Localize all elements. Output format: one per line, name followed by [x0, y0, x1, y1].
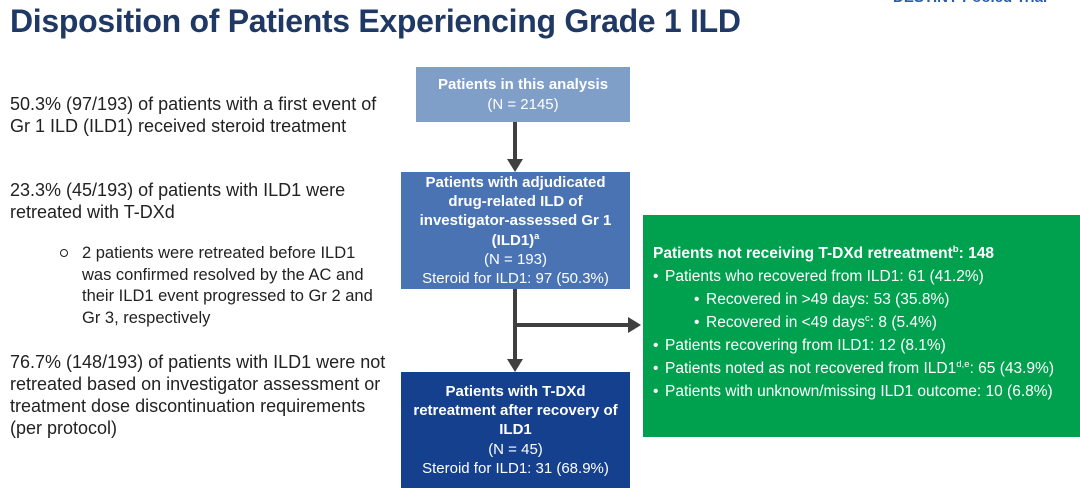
- list-item-text: Patients with unknown/missing ILD1 outco…: [665, 383, 1053, 400]
- box-adjudicated-ild1-title-text: Patients with adjudicated drug-related I…: [419, 173, 612, 249]
- box-tdxd-retreatment: Patients with T-DXd retreatment after re…: [401, 372, 630, 488]
- list-item: Patients with unknown/missing ILD1 outco…: [653, 380, 1072, 403]
- green-box-list: Patients who recovered from ILD1: 61 (41…: [653, 265, 1072, 403]
- green-box-no-retreatment: Patients not receiving T-DXd retreatment…: [643, 215, 1080, 437]
- box-tdxd-retreatment-steroid: Steroid for ILD1: 31 (68.9%): [422, 459, 609, 477]
- corner-note: DESTINY-Pooled Trial: [893, 0, 1047, 6]
- list-item-text: Patients noted as not recovered from ILD…: [665, 360, 957, 377]
- box-adjudicated-ild1-n: (N = 193): [484, 250, 547, 268]
- list-item-text: Patients who recovered from ILD1: 61 (41…: [665, 268, 984, 285]
- list-item-text: Patients recovering from ILD1: 12 (8.1%): [665, 337, 946, 354]
- list-item-text: Recovered in >49 days: 53 (35.8%): [706, 291, 950, 308]
- green-box-header-text: Patients not receiving T-DXd retreatment: [653, 245, 953, 262]
- green-box-header-count: : 148: [958, 245, 994, 262]
- box-tdxd-retreatment-n: (N = 45): [488, 440, 543, 458]
- flow-arrow-1-line: [513, 122, 517, 160]
- box-tdxd-retreatment-title: Patients with T-DXd retreatment after re…: [413, 382, 618, 439]
- list-item: Patients noted as not recovered from ILD…: [653, 357, 1072, 380]
- box-patients-in-analysis: Patients in this analysis (N = 2145): [416, 67, 630, 122]
- list-item: Recovered in >49 days: 53 (35.8%): [653, 288, 1072, 311]
- flow-branch-line: [513, 323, 628, 327]
- box-adjudicated-ild1-title: Patients with adjudicated drug-related I…: [405, 173, 626, 250]
- page-title: Disposition of Patients Experiencing Gra…: [10, 3, 741, 39]
- footnote-marker-de: d,e: [956, 358, 970, 370]
- box-patients-in-analysis-title: Patients in this analysis: [437, 76, 609, 94]
- box-adjudicated-ild1-steroid: Steroid for ILD1: 97 (50.3%): [422, 270, 609, 288]
- note-steroid-treatment: 50.3% (97/193) of patients with a first …: [10, 94, 377, 136]
- footnote-marker-c: c: [864, 312, 870, 324]
- flow-branch-head-icon: [628, 317, 641, 333]
- list-item-text: : 8 (5.4%): [869, 314, 937, 331]
- note-not-retreated: 76.7% (148/193) of patients with ILD1 we…: [10, 352, 386, 438]
- list-item-text: Recovered in <49 days: [706, 314, 865, 331]
- list-item: Recovered in <49 daysc: 8 (5.4%): [653, 311, 1072, 334]
- flow-arrow-1-head-icon: [507, 159, 523, 172]
- open-circle-bullet: [60, 249, 68, 257]
- flow-arrow-2-head-icon: [507, 359, 523, 372]
- list-item-text: : 65 (43.9%): [969, 360, 1054, 377]
- note-sub-bullet: 2 patients were retreated before ILD1 wa…: [60, 243, 380, 330]
- note-sub-bullet-text: 2 patients were retreated before ILD1 wa…: [82, 244, 373, 328]
- box-patients-in-analysis-n: (N = 2145): [487, 95, 559, 113]
- note-retreated-tdxd: 23.3% (45/193) of patients with ILD1 wer…: [10, 180, 346, 222]
- green-box-header: Patients not receiving T-DXd retreatment…: [653, 242, 1072, 265]
- list-item: Patients recovering from ILD1: 12 (8.1%): [653, 334, 1072, 357]
- box-adjudicated-ild1: Patients with adjudicated drug-related I…: [401, 172, 630, 289]
- footnote-marker-b: b: [952, 243, 959, 255]
- list-item: Patients who recovered from ILD1: 61 (41…: [653, 265, 1072, 288]
- footnote-marker-a: a: [534, 230, 540, 241]
